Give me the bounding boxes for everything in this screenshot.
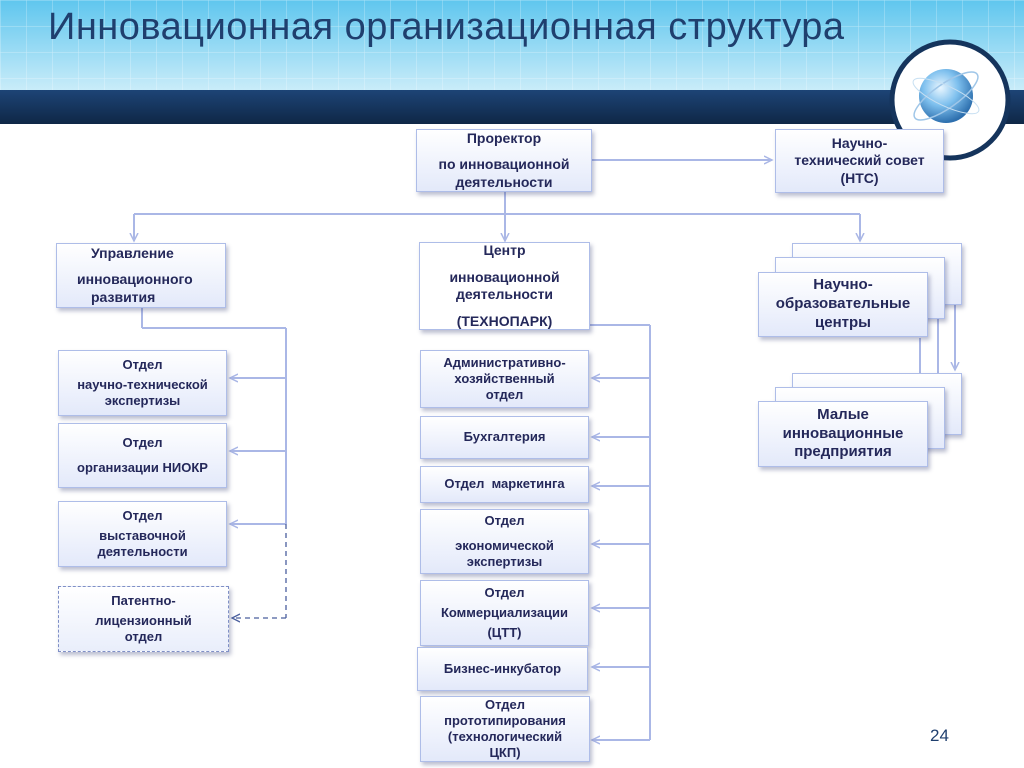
- nts-box: Научно- технический совет (НТС): [775, 129, 944, 193]
- patent-line-3: отдел: [124, 629, 163, 645]
- commercial-line-1: Отдел: [484, 584, 525, 600]
- edu-centers-box: Научно- образовательные центры: [758, 272, 928, 337]
- prototyping-dept-box: Отдел прототипирования (технологический …: [420, 696, 590, 762]
- page-number: 24: [930, 726, 949, 745]
- small-enterprises-box: Малые инновационные предприятия: [758, 401, 928, 467]
- prototyping-line-1: Отдел: [484, 696, 526, 712]
- innovation-management-line-3: развития: [91, 288, 156, 305]
- commercial-line-2: Коммерциализации: [440, 604, 569, 620]
- exhibition-dept-box: Отдел выставочной деятельности: [58, 501, 227, 567]
- small-enterprises-line-2: инновационные: [782, 424, 904, 442]
- nts-line-2: технический совет: [794, 152, 925, 169]
- technopark-line-4: (ТЕХНОПАРК): [456, 312, 553, 329]
- patent-line-2: лицензионный: [95, 612, 192, 628]
- commercialization-dept-box: Отдел Коммерциализации (ЦТТ): [420, 580, 589, 646]
- accounting-label: Бухгалтерия: [463, 429, 546, 445]
- exhibition-line-2: выставочной: [99, 527, 186, 543]
- business-incubator-box: Бизнес-инкубатор: [417, 647, 588, 691]
- sci-tech-expertise-line-1: Отдел: [122, 356, 163, 372]
- technopark-line-2: инновационной: [449, 268, 560, 285]
- niokr-line-1: Отдел: [122, 434, 163, 450]
- edu-centers-line-1: Научно-: [813, 276, 873, 294]
- slide-title: Инновационная организационная структура: [48, 6, 845, 48]
- prorector-line-3: деятельности: [455, 173, 553, 190]
- slide-header: Инновационная организационная структура: [0, 0, 1024, 124]
- nts-line-1: Научно-: [831, 134, 888, 151]
- patent-licensing-dept-box: Патентно- лицензионный отдел: [58, 586, 229, 652]
- prorector-line-1: Проректор: [466, 129, 542, 146]
- technopark-line-3: деятельности: [455, 286, 554, 302]
- technopark-line-1: Центр: [483, 242, 526, 258]
- prototyping-line-4: ЦКП): [489, 745, 521, 761]
- exhibition-line-3: деятельности: [97, 544, 188, 560]
- nts-line-3: (НТС): [840, 169, 879, 186]
- economic-line-3: экспертизы: [466, 554, 543, 570]
- exhibition-line-1: Отдел: [122, 507, 163, 523]
- header-background: [0, 0, 1024, 124]
- admin-dept-box: Административно- хозяйственный отдел: [420, 350, 589, 408]
- patent-line-1: Патентно-: [111, 592, 176, 608]
- niokr-dept-box: Отдел организации НИОКР: [58, 423, 227, 488]
- economic-expertise-dept-box: Отдел экономической экспертизы: [420, 509, 589, 574]
- accounting-box: Бухгалтерия: [420, 416, 589, 459]
- edu-centers-line-3: центры: [815, 313, 871, 331]
- technopark-box: Центр инновационной деятельности (ТЕХНОП…: [419, 242, 590, 330]
- small-enterprises-line-3: предприятия: [794, 443, 892, 461]
- innovation-management-box: Управление инновационного развития: [56, 243, 226, 308]
- marketing-label: Отдел маркетинга: [444, 476, 565, 492]
- admin-line-1: Административно-: [443, 354, 566, 370]
- innovation-management-line-1: Управление: [91, 244, 174, 261]
- admin-line-2: хозяйственный: [454, 370, 555, 386]
- niokr-line-2: организации НИОКР: [77, 460, 208, 475]
- economic-line-1: Отдел: [484, 512, 525, 528]
- economic-line-2: экономической: [455, 537, 554, 553]
- sci-tech-expertise-dept-box: Отдел научно-технической экспертизы: [58, 350, 227, 416]
- marketing-dept-box: Отдел маркетинга: [420, 466, 589, 503]
- incubator-label: Бизнес-инкубатор: [443, 660, 562, 676]
- small-enterprises-line-1: Малые: [817, 405, 869, 423]
- sci-tech-expertise-line-3: экспертизы: [104, 393, 181, 409]
- prorector-line-2: по инновационной: [438, 156, 570, 173]
- prorector-box: Проректор по инновационной деятельности: [416, 129, 592, 192]
- prototyping-line-3: (технологический: [447, 729, 563, 744]
- innovation-management-line-2: инновационного: [77, 271, 193, 288]
- commercial-line-3: (ЦТТ): [487, 625, 522, 641]
- prototyping-line-2: прототипирования: [444, 712, 566, 728]
- sci-tech-expertise-line-2: научно-технической: [77, 376, 208, 392]
- admin-line-3: отдел: [485, 387, 524, 403]
- edu-centers-line-2: образовательные: [775, 295, 911, 313]
